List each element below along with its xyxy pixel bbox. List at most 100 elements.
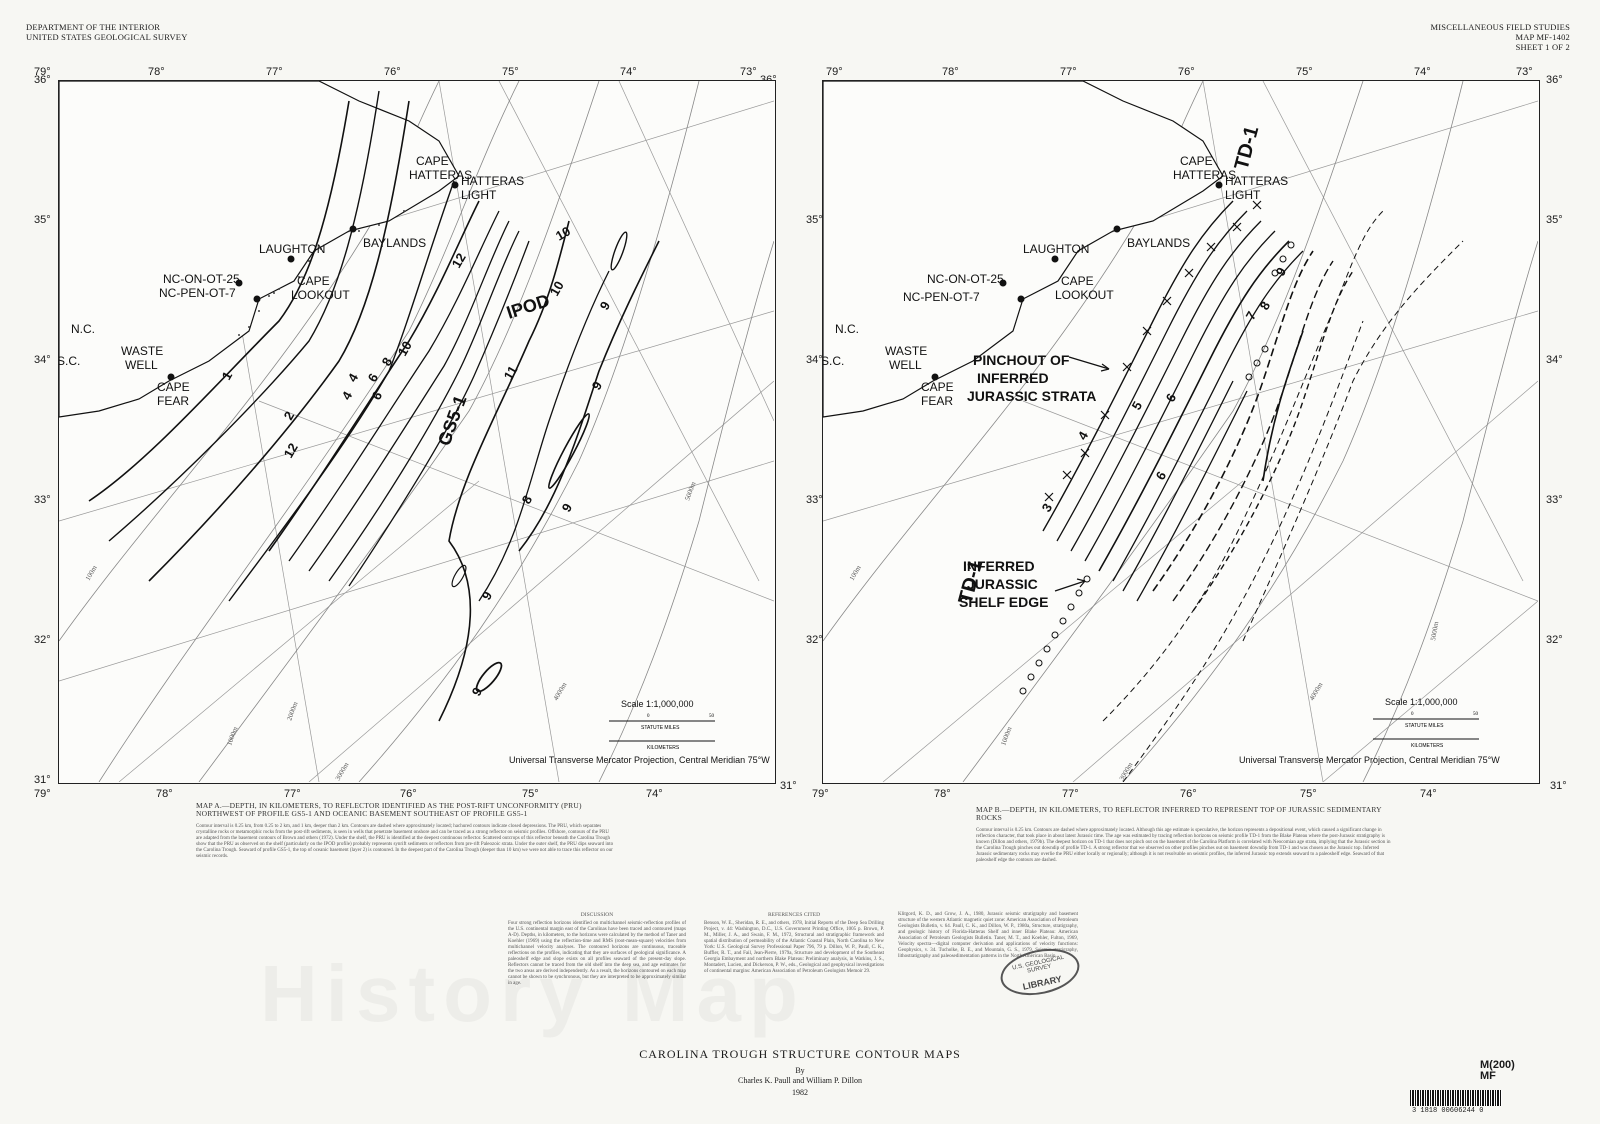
references-body-2: Klitgord, K. D., and Grow, J. A., 1980, …	[898, 912, 1078, 959]
scale-label: Scale 1:1,000,000	[1385, 697, 1458, 707]
map-a-caption: MAP A.—DEPTH, IN KILOMETERS, TO REFLECTO…	[196, 802, 616, 860]
place-sc: S.C.	[823, 354, 844, 368]
contour-label: 11	[501, 363, 521, 382]
place-cape-lookout: LOOKOUT	[291, 288, 350, 302]
lat-label: 31°	[1550, 780, 1567, 792]
title-by: By	[795, 1066, 805, 1075]
lon-label: 78°	[156, 788, 173, 800]
place-nc-on: NC-ON-OT-25	[163, 272, 240, 286]
contour-label: 8	[379, 355, 396, 369]
title-authors: Charles K. Paull and William P. Dillon	[738, 1076, 862, 1085]
lat-label: 31°	[780, 780, 797, 792]
jurassic-contours	[1042, 200, 1464, 783]
lat-label: 35°	[806, 214, 823, 226]
lat-label: 33°	[1546, 494, 1563, 506]
lat-label: 36°	[34, 74, 51, 86]
lat-label: 34°	[1546, 354, 1563, 366]
place-waste-well: WELL	[125, 358, 158, 372]
contour-label: 8	[1257, 299, 1274, 313]
barcode-number: 3 1818 00606244 0	[1412, 1107, 1484, 1115]
pinchout-arrowhead	[1100, 363, 1110, 372]
place-waste-well: WELL	[889, 358, 922, 372]
place-nc-pen: NC-PEN-OT-7	[903, 290, 980, 304]
projection-note: Universal Transverse Mercator Projection…	[509, 755, 770, 765]
lon-label: 79°	[812, 788, 829, 800]
place-cape-hatteras: CAPE	[1180, 154, 1213, 168]
contour-label: 12	[281, 440, 301, 460]
lat-label: 33°	[806, 494, 823, 506]
place-cape-lookout: LOOKOUT	[1055, 288, 1114, 302]
bathy-label: 1000m	[999, 725, 1013, 747]
lon-label: 76°	[1178, 66, 1195, 78]
contour-label: 10	[547, 278, 567, 298]
place-laughton: LAUGHTON	[259, 242, 325, 256]
contour-label: 7	[1243, 309, 1260, 323]
place-cape-fear: FEAR	[921, 394, 953, 408]
lon-label: 73°	[740, 66, 757, 78]
lat-label: 32°	[806, 634, 823, 646]
lon-label: 74°	[646, 788, 663, 800]
place-cape-hatteras: HATTERAS	[409, 168, 472, 182]
series-line-1: MISCELLANEOUS FIELD STUDIES	[1430, 22, 1570, 32]
lon-label: 76°	[1180, 788, 1197, 800]
lat-label: 32°	[1546, 634, 1563, 646]
contour-label: 6	[365, 371, 382, 385]
place-nc-pen: NC-PEN-OT-7	[159, 286, 236, 300]
place-cape-lookout: CAPE	[1061, 274, 1094, 288]
lon-label: 77°	[1060, 66, 1077, 78]
coastline	[58, 80, 460, 418]
place-cape-lookout: CAPE	[297, 274, 330, 288]
lat-label: 34°	[34, 354, 51, 366]
profile-ipod-label: IPOD	[504, 290, 552, 323]
contour-label: 10	[553, 223, 573, 243]
discussion-section: DISCUSSION Four strong reflection horizo…	[508, 912, 686, 987]
series-header: MISCELLANEOUS FIELD STUDIES MAP MF-1402 …	[1430, 22, 1570, 52]
lon-label: 73°	[1516, 66, 1533, 78]
well-markers	[931, 181, 1223, 381]
map-a-caption-title: MAP A.—DEPTH, IN KILOMETERS, TO REFLECTO…	[196, 801, 582, 818]
barcode	[1410, 1090, 1502, 1106]
place-baylands: BAYLANDS	[1127, 236, 1190, 250]
lon-label: 74°	[1420, 788, 1437, 800]
place-hatteras-light: LIGHT	[461, 188, 497, 202]
map-b: 100m 1000m 3000m 4000m 5000m	[821, 80, 1540, 784]
scale-label: Scale 1:1,000,000	[621, 699, 694, 709]
scale-tick: 0	[1411, 712, 1414, 717]
lon-label: 79°	[826, 66, 843, 78]
pinchout-label: INFERRED	[977, 370, 1049, 386]
references-body: Benson, W. E., Sheridan, R. E., and othe…	[704, 921, 884, 974]
watermark: History Map	[260, 948, 806, 1040]
pinchout-label: PINCHOUT OF	[973, 352, 1070, 368]
agency-line-2: UNITED STATES GEOLOGICAL SURVEY	[26, 32, 188, 42]
map-a-canvas: 100m 1000m 2000m 3000m 4000m 5000m	[57, 80, 775, 783]
lon-label: 75°	[1296, 66, 1313, 78]
bathy-label: 3000m	[334, 761, 351, 782]
catalog-code-line-2: MF	[1480, 1070, 1496, 1082]
lon-label: 78°	[934, 788, 951, 800]
coast-stipple	[238, 210, 405, 336]
scale-km-label: KILOMETERS	[647, 745, 680, 751]
place-nc: N.C.	[71, 322, 95, 336]
bathy-label: 2000m	[285, 700, 299, 722]
lat-label: 36°	[1546, 74, 1563, 86]
bathy-label: 100m	[848, 564, 863, 582]
shelf-edge-markers	[1019, 241, 1295, 695]
bathy-label: 5000m	[1429, 620, 1440, 641]
lat-label: 35°	[1546, 214, 1563, 226]
pinchout-arrow	[1068, 356, 1110, 370]
lon-label: 75°	[502, 66, 519, 78]
bathy-label: 4000m	[1308, 681, 1325, 702]
lon-label: 79°	[34, 788, 51, 800]
contour-label: 2	[281, 409, 298, 423]
scale-tick: 50	[709, 714, 715, 719]
lon-label: 78°	[148, 66, 165, 78]
title-year: 1982	[792, 1088, 808, 1097]
pinchout-markers	[1044, 200, 1262, 502]
place-cape-fear: FEAR	[157, 394, 189, 408]
lon-label: 76°	[400, 788, 417, 800]
map-b-canvas: 100m 1000m 3000m 4000m 5000m	[821, 80, 1539, 783]
bathy-label: 1000m	[225, 725, 239, 747]
profile-gs5-label: GS5-1	[434, 393, 471, 449]
lon-label: 76°	[384, 66, 401, 78]
lon-label: 74°	[1414, 66, 1431, 78]
